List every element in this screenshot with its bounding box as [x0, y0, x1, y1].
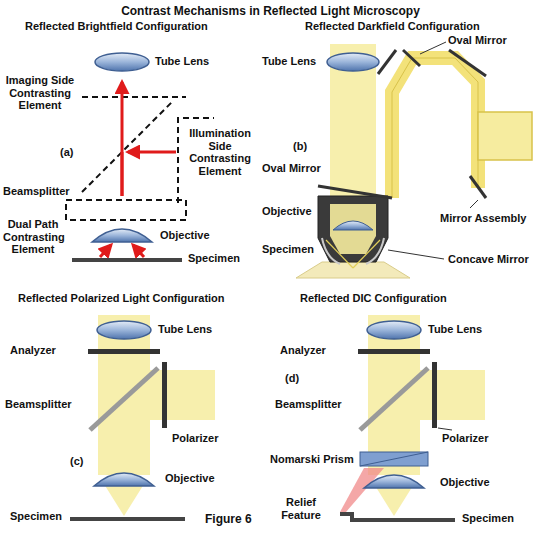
light-arrow	[133, 245, 144, 257]
panel-title: Reflected Darkfield Configuration	[305, 20, 480, 33]
light-beam	[368, 315, 420, 475]
figure-title: Contrast Mechanisms in Reflected Light M…	[121, 4, 420, 18]
objective-lens	[364, 475, 424, 488]
tube-lens	[327, 53, 379, 71]
imaging-element	[82, 96, 186, 98]
part-label: Tube Lens	[158, 323, 212, 336]
part-label: Illumination Side Contrasting Element	[184, 127, 256, 178]
panel-letter: (d)	[285, 372, 299, 385]
tube-lens	[367, 321, 421, 339]
part-label: Mirror Assembly	[440, 212, 526, 225]
polarizer	[432, 362, 437, 428]
panel-letter: (a)	[60, 146, 73, 159]
light-arrow	[128, 151, 176, 154]
objective-housing	[318, 196, 388, 262]
part-label: Specimen	[188, 252, 240, 265]
polarizer	[162, 362, 167, 428]
polarized-panel	[70, 315, 215, 521]
light-ray	[353, 240, 380, 268]
leader-line	[420, 42, 446, 54]
light-arrow	[100, 245, 111, 257]
part-label: Polarizer	[172, 432, 218, 445]
part-label: Analyzer	[10, 344, 56, 357]
objective-lens	[92, 229, 152, 242]
dual-path-element	[66, 200, 186, 220]
light-arrow	[121, 82, 124, 196]
dic-panel	[340, 315, 485, 520]
part-label: Specimen	[262, 243, 314, 256]
objective-bore	[330, 204, 376, 254]
part-label: Objective	[165, 472, 215, 485]
part-label: Objective	[160, 229, 210, 242]
prism-interface	[360, 452, 428, 466]
part-label: Oval Mirror	[448, 34, 507, 47]
part-label: Objective	[440, 476, 490, 489]
specimen	[70, 517, 185, 521]
part-label: Objective	[262, 205, 312, 218]
illumination-beam	[420, 370, 485, 420]
part-label: Relief Feature	[272, 496, 330, 521]
oval-mirror-bottom	[318, 186, 392, 198]
specimen	[340, 514, 455, 520]
tube-lens	[95, 53, 149, 71]
part-label: Imaging Side Contrasting Element	[3, 74, 77, 112]
analyzer	[358, 349, 430, 354]
light-path	[121, 152, 124, 196]
light-cone	[374, 484, 414, 516]
panel-title: Reflected DIC Configuration	[300, 292, 447, 305]
illumination-path	[392, 58, 478, 198]
part-label: Beamsplitter	[275, 398, 342, 411]
light-beam	[98, 315, 150, 475]
figure-caption: Figure 6	[205, 512, 252, 526]
part-label: Beamsplitter	[3, 185, 70, 198]
leader-line	[470, 200, 478, 208]
specimen	[72, 258, 182, 262]
illumination-beam	[150, 370, 215, 420]
sheared-beam	[340, 468, 384, 512]
nomarski-prism	[360, 452, 428, 466]
beamsplitter	[90, 368, 158, 430]
part-label: Polarizer	[442, 432, 488, 445]
panel-letter: (c)	[70, 455, 83, 468]
mirror-assembly-part	[470, 176, 486, 198]
objective-lens	[94, 473, 154, 486]
part-label: Specimen	[462, 512, 514, 525]
objective-lens	[333, 221, 373, 230]
part-label: Oval Mirror	[262, 162, 321, 175]
beamsplitter	[82, 102, 172, 192]
panel-title: Reflected Polarized Light Configuration	[18, 292, 225, 305]
part-label: Tube Lens	[428, 323, 482, 336]
illumination-source	[478, 112, 532, 160]
light-cone	[104, 484, 144, 516]
part-label: Specimen	[10, 510, 62, 523]
part-label: Tube Lens	[262, 55, 316, 68]
part-label: Beamsplitter	[5, 398, 72, 411]
oval-mirror-top	[378, 50, 396, 74]
tube-lens	[97, 321, 151, 339]
part-label: Concave Mirror	[448, 253, 529, 266]
mirror-assembly-part	[403, 50, 420, 66]
specimen	[296, 262, 410, 278]
leader-line	[388, 250, 444, 259]
part-label: Dual Path Contrasting Element	[3, 218, 63, 256]
leader-line	[438, 428, 452, 430]
panel-title: Reflected Brightfield Configuration	[25, 20, 208, 33]
analyzer	[88, 349, 160, 354]
panel-letter: (b)	[293, 140, 307, 153]
light-ray	[326, 240, 353, 268]
part-label: Nomarski Prism	[270, 453, 354, 466]
beamsplitter	[360, 368, 428, 430]
illumination-path-core	[392, 58, 478, 198]
mirror-assembly-part	[449, 50, 486, 76]
darkfield-panel	[296, 42, 532, 278]
part-label: Tube Lens	[155, 55, 209, 68]
part-label: Analyzer	[280, 344, 326, 357]
